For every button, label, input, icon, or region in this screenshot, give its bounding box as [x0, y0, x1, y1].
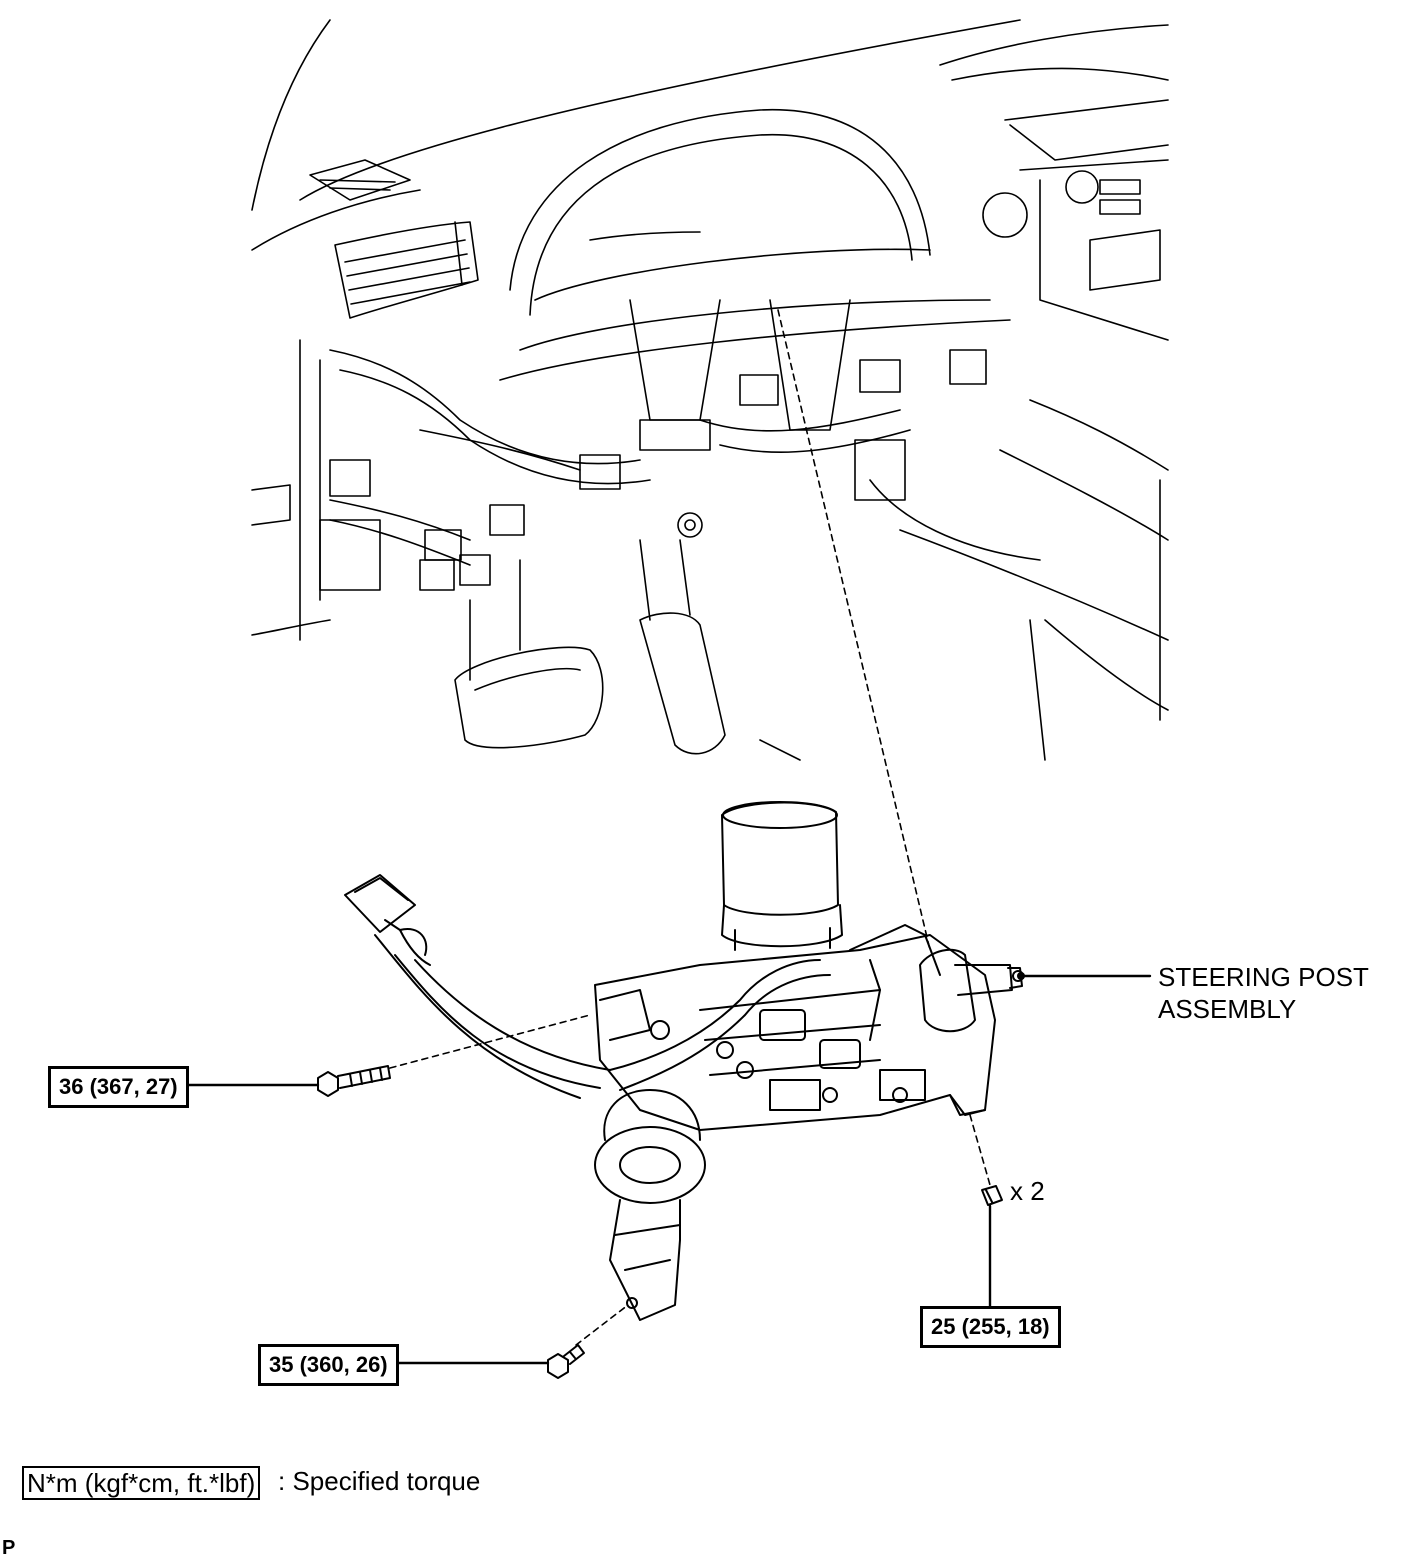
bolt-joint-drawing — [547, 1344, 585, 1379]
steering-post-label-line1: STEERING POST — [1158, 962, 1369, 992]
torque-legend-units: N*m (kgf*cm, ft.*lbf) — [22, 1466, 261, 1500]
quantity-label: x 2 — [1010, 1176, 1045, 1206]
torque-callout-bolt-joint: 35 (360, 26) — [258, 1344, 399, 1386]
torque-legend-description: : Specified torque — [278, 1466, 481, 1496]
torque-callout-bolt-upper: 36 (367, 27) — [48, 1066, 189, 1108]
steering-post-leader-dot — [1017, 972, 1025, 980]
dashboard-drawing — [251, 19, 1169, 761]
bolt-upper-drawing — [317, 1065, 391, 1097]
torque-callout-nut-bracket: 25 (255, 18) — [920, 1306, 1061, 1348]
corner-mark: P — [2, 1537, 16, 1559]
steering-post-label-line2: ASSEMBLY — [1158, 994, 1297, 1024]
leader-lines — [186, 974, 1152, 1365]
nut-bracket-drawing — [981, 1185, 1003, 1206]
alignment-lines — [389, 309, 991, 1346]
steering-post-assembly-drawing — [344, 801, 1024, 1321]
